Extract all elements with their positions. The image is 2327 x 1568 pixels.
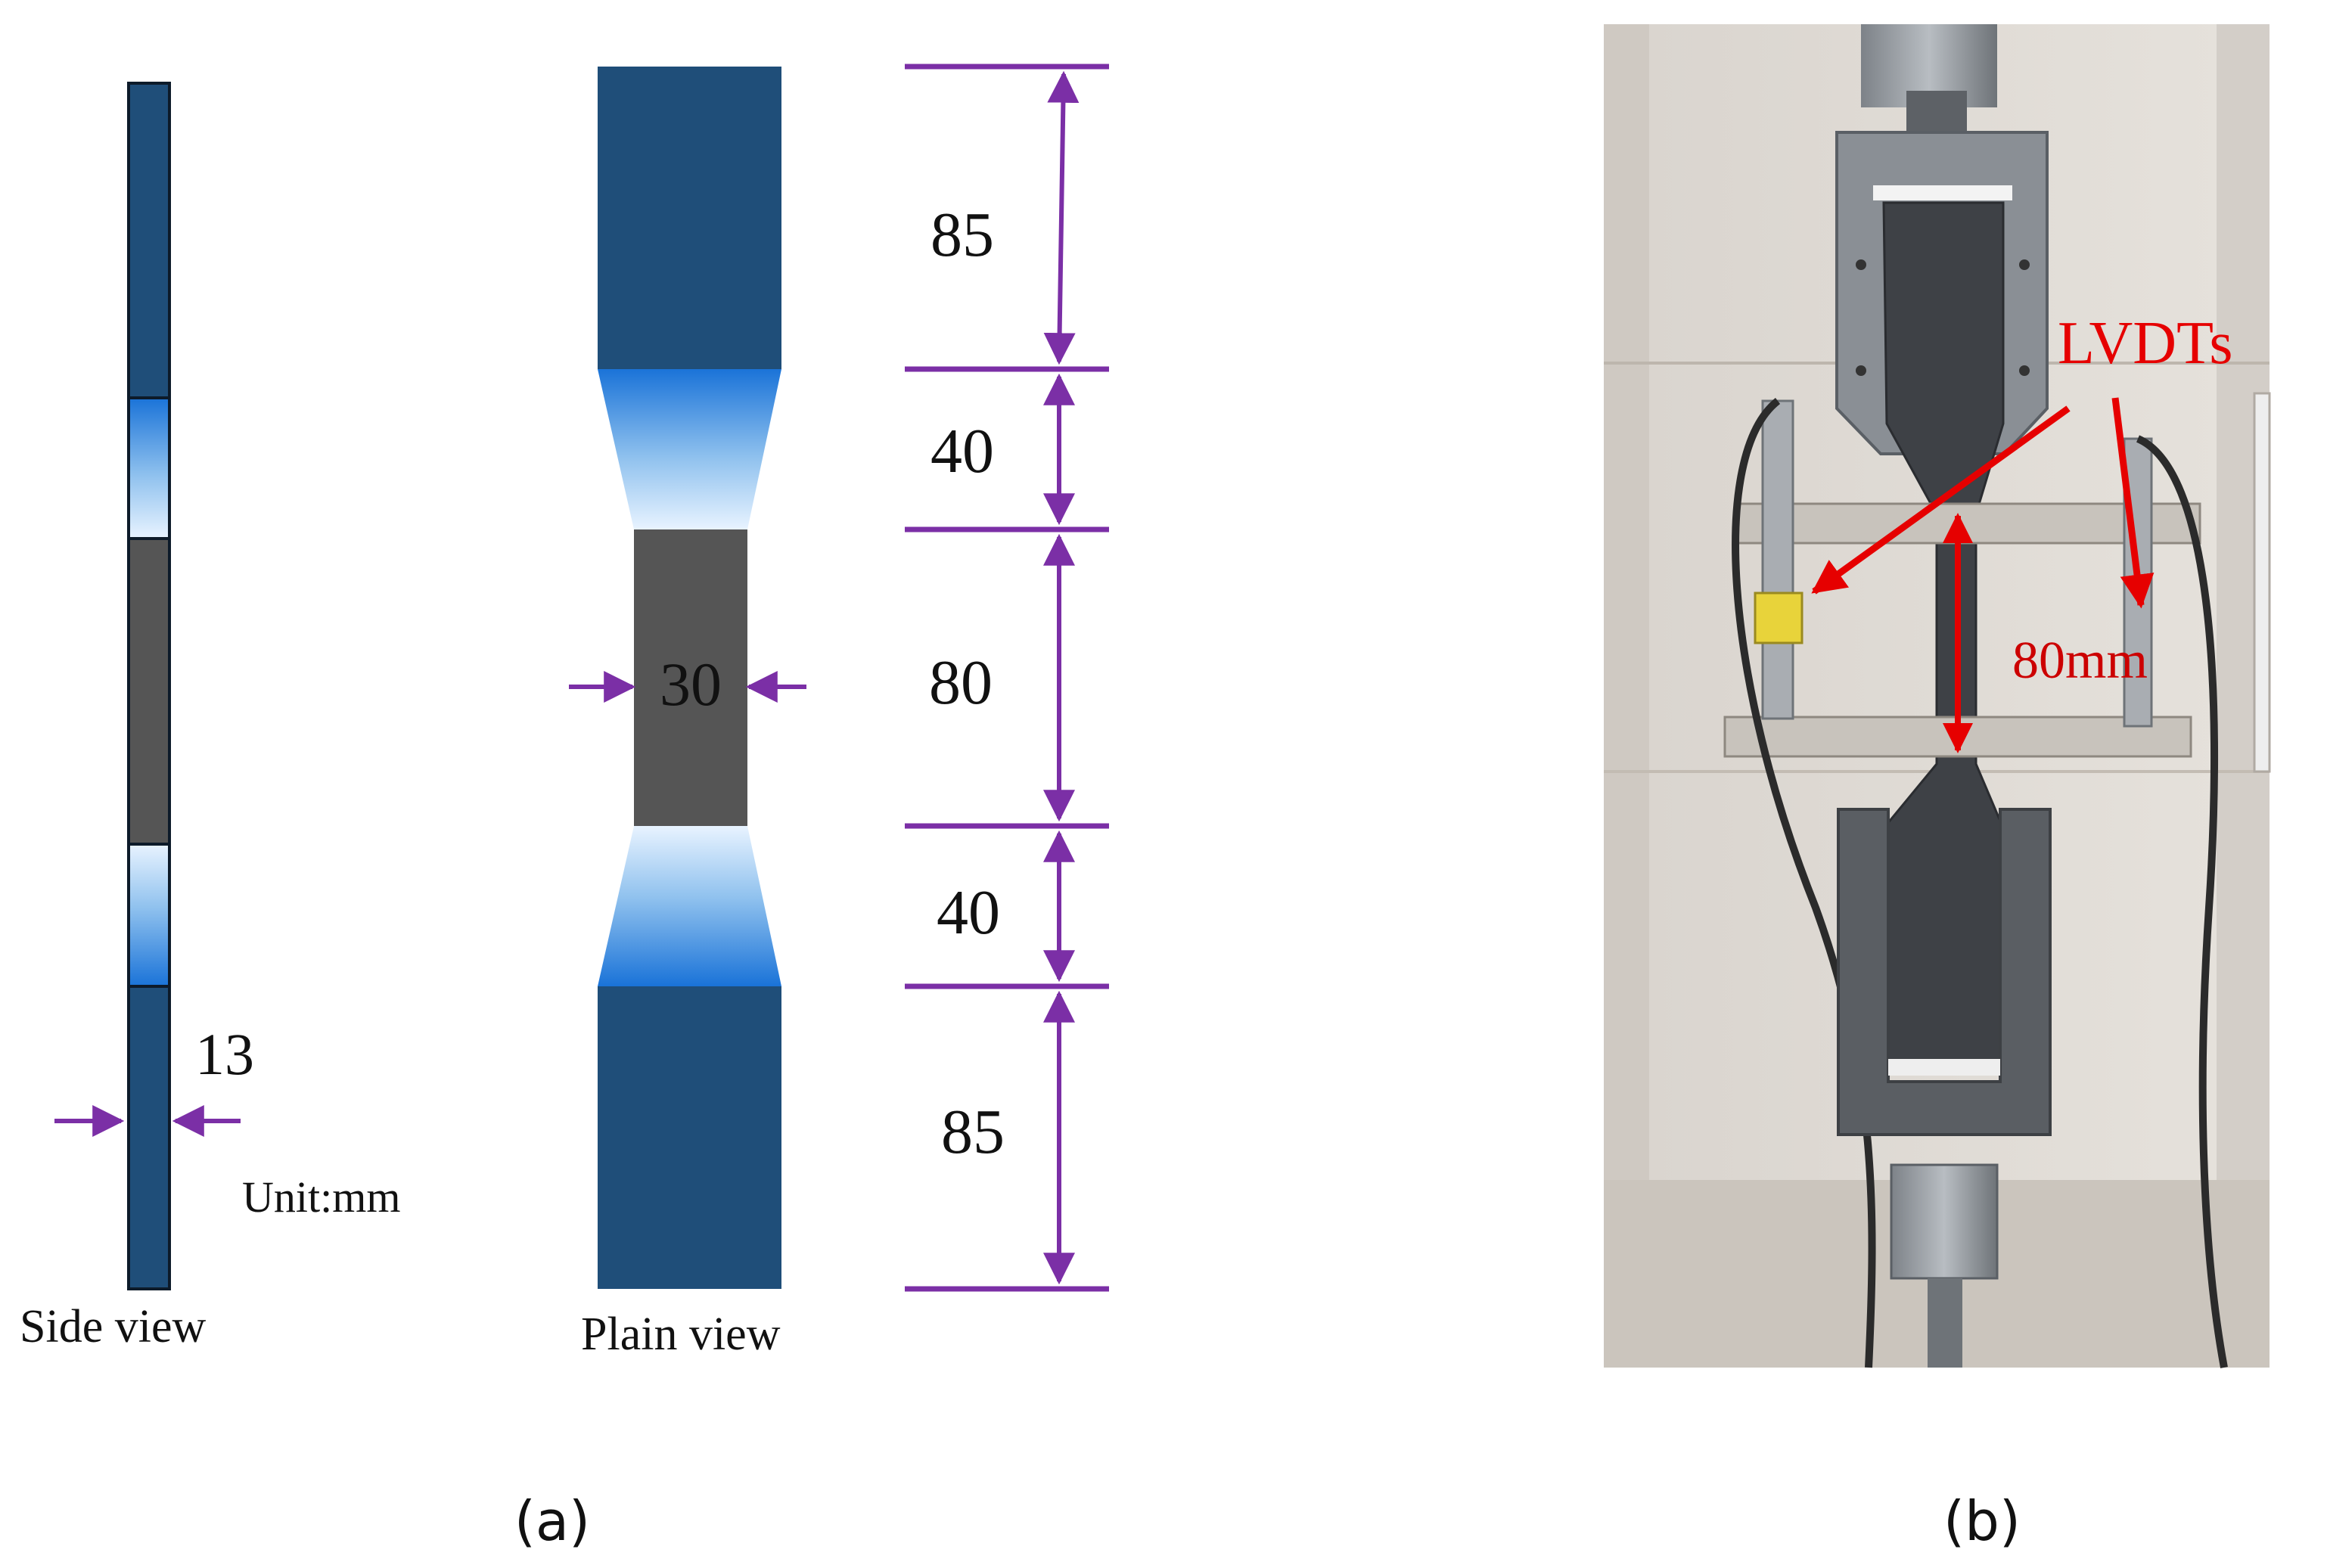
lvdt-left bbox=[1761, 399, 1794, 720]
clamp-bolt bbox=[2019, 259, 2030, 270]
segment-length-transition-bottom: 40 bbox=[937, 877, 1000, 948]
segment-length-transition-top: 40 bbox=[930, 416, 994, 486]
side-gauge-section bbox=[127, 537, 171, 846]
thickness-value: 13 bbox=[195, 1021, 254, 1087]
unit-label: Unit:mm bbox=[242, 1172, 400, 1222]
test-setup-photo: LVDTs 80mm bbox=[1604, 24, 2271, 1368]
clamp-bolt bbox=[1856, 365, 1866, 376]
wall-panel bbox=[1604, 24, 1649, 1368]
plain-transition-bottom bbox=[598, 826, 781, 986]
plain-grip-top bbox=[598, 67, 781, 369]
lower-clamp-window bbox=[1888, 1059, 2000, 1076]
lvdt-left-collar bbox=[1754, 591, 1804, 644]
cable-right bbox=[2136, 435, 2228, 1368]
side-transition-bottom bbox=[127, 843, 171, 988]
lower-grip bbox=[1890, 1163, 1999, 1280]
lvdt-pointer-left bbox=[1811, 405, 2071, 595]
plain-transition-top bbox=[598, 369, 781, 529]
width-value: 30 bbox=[660, 650, 722, 719]
plain-view-label: Plain view bbox=[581, 1309, 781, 1360]
caption-a: (a) bbox=[514, 1489, 590, 1553]
lower-rod bbox=[1928, 1278, 1962, 1368]
plain-grip-bottom bbox=[598, 986, 781, 1289]
upper-clamp-window bbox=[1873, 185, 2012, 200]
side-view-specimen bbox=[127, 82, 171, 1290]
side-grip-top bbox=[127, 82, 171, 399]
side-view-label: Side view bbox=[20, 1301, 206, 1352]
clamp-bolt bbox=[2019, 365, 2030, 376]
upper-rod bbox=[1906, 91, 1967, 136]
lower-clamp bbox=[1837, 808, 2052, 1136]
caption-b: (b) bbox=[1943, 1489, 2021, 1553]
segment-length-gauge: 80 bbox=[929, 647, 993, 718]
dimension-lines bbox=[905, 64, 1109, 1292]
side-grip-bottom bbox=[127, 985, 171, 1290]
segment-length-grip-top: 85 bbox=[930, 200, 994, 270]
plain-view-specimen bbox=[598, 67, 781, 1289]
clamp-bolt bbox=[1856, 259, 1866, 270]
segment-length-grip-bottom: 85 bbox=[941, 1097, 1005, 1167]
lvdt-pointer-right bbox=[2111, 397, 2155, 609]
cabinet bbox=[2253, 392, 2271, 773]
dim-arrow-grip-top bbox=[1043, 70, 1080, 365]
lvdt-label: LVDTs bbox=[2058, 310, 2232, 377]
cable-left bbox=[1732, 398, 1876, 1368]
side-transition-top bbox=[127, 396, 171, 540]
gauge-length-label: 80mm bbox=[2012, 632, 2148, 690]
plain-gauge-section bbox=[634, 529, 747, 826]
